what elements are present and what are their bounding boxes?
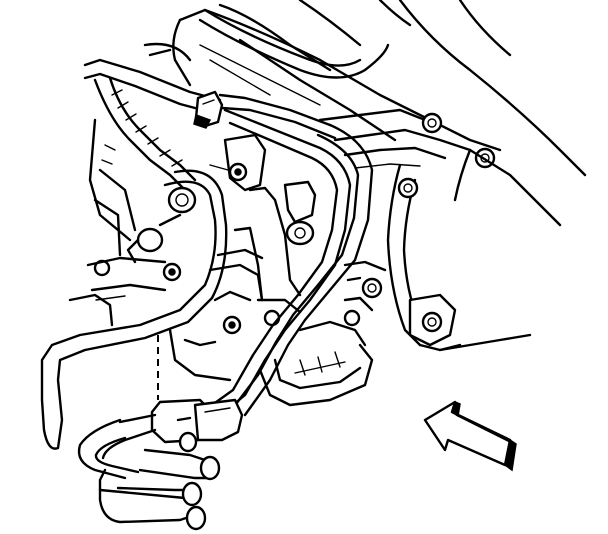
engine-block-details: [68, 118, 267, 327]
oil-cooler-lines: [40, 108, 374, 450]
center-housing: [208, 180, 317, 335]
wiring-harness: [83, 8, 390, 192]
transmission-oil-pan: [168, 320, 374, 407]
view-direction-arrow: [423, 400, 517, 472]
transmission-case: [172, 0, 587, 177]
cooler-line-fitting-bracket: [77, 398, 244, 531]
bellhousing: [343, 148, 562, 352]
